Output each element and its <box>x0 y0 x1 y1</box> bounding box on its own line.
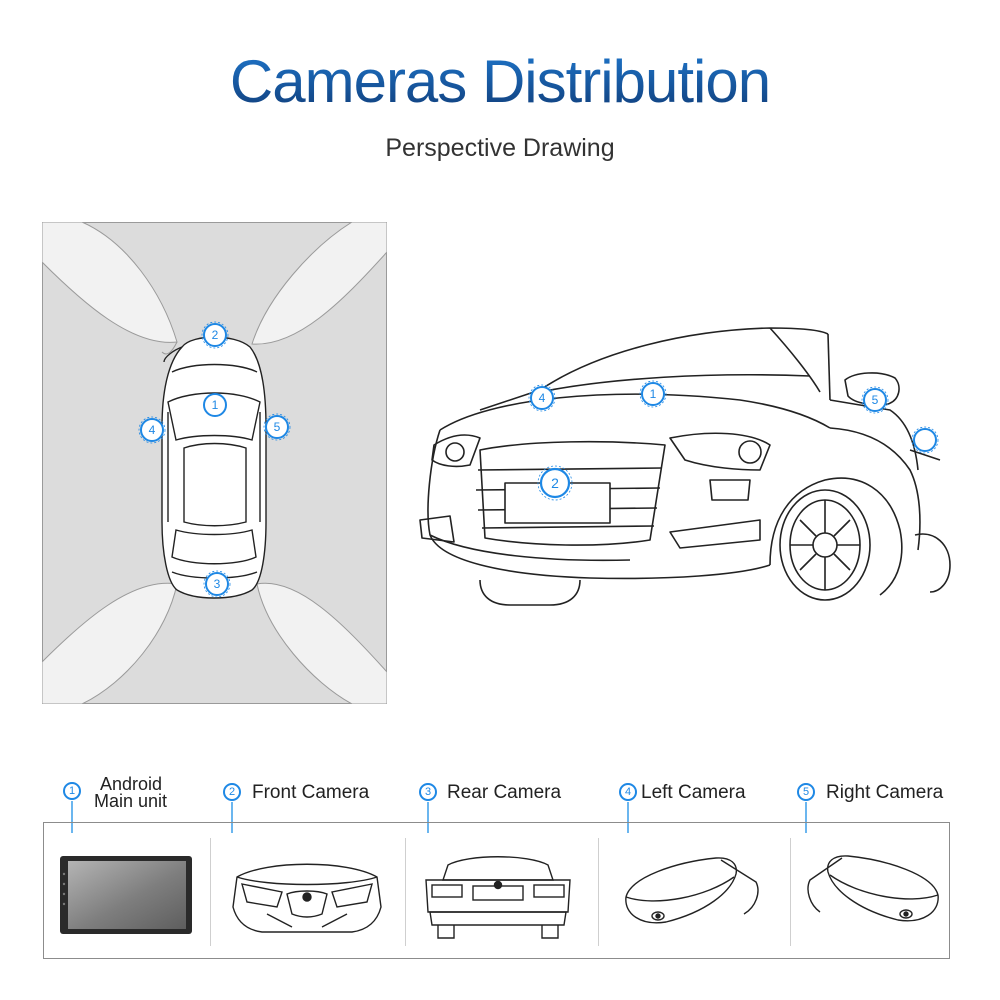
perspective-badge-1: 1 <box>640 381 666 407</box>
svg-text:5: 5 <box>872 393 879 407</box>
svg-text:4: 4 <box>625 786 631 798</box>
svg-text:2: 2 <box>212 328 219 342</box>
car-perspective-outline <box>420 328 950 605</box>
svg-text:4: 4 <box>539 391 546 405</box>
panel-divider <box>598 838 599 946</box>
legend-label-left-camera: Left Camera <box>641 782 746 804</box>
top-badge-1: 1 <box>204 394 226 416</box>
android-head-unit-icon <box>58 854 194 936</box>
svg-text:1: 1 <box>69 785 75 797</box>
perspective-car-diagram: 4 1 2 5 <box>410 320 970 620</box>
legend-label-front-camera: Front Camera <box>252 782 369 804</box>
svg-text:3: 3 <box>425 786 431 798</box>
legend-label-right-camera: Right Camera <box>826 782 943 804</box>
panel-divider <box>790 838 791 946</box>
top-view-diagram: 2 1 4 5 3 <box>42 222 387 704</box>
legend-badge-4: 4 <box>618 782 638 802</box>
panel-divider <box>210 838 211 946</box>
legend-badge-2: 2 <box>222 782 242 802</box>
perspective-badge-6-partial <box>912 427 938 453</box>
car-top-view <box>162 337 266 598</box>
rear-camera-car-icon <box>418 850 578 940</box>
perspective-badge-4: 4 <box>529 385 555 411</box>
svg-text:5: 5 <box>803 786 809 798</box>
legend-badge-3: 3 <box>418 782 438 802</box>
legend-label-android: Android Main unit <box>94 776 167 810</box>
svg-text:5: 5 <box>274 420 281 434</box>
page-title: Cameras Distribution <box>0 52 1000 112</box>
left-mirror-camera-icon <box>616 852 766 932</box>
svg-text:1: 1 <box>212 398 219 412</box>
svg-text:1: 1 <box>650 387 657 401</box>
panel-divider <box>405 838 406 946</box>
legend-badge-1: 1 <box>62 781 82 801</box>
page-subtitle: Perspective Drawing <box>0 134 1000 163</box>
svg-text:4: 4 <box>149 423 156 437</box>
svg-text:3: 3 <box>214 577 221 591</box>
right-mirror-camera-icon <box>800 850 948 932</box>
svg-text:2: 2 <box>229 786 235 798</box>
svg-text:2: 2 <box>551 475 559 491</box>
front-camera-car-icon <box>227 852 387 937</box>
legend-badge-5: 5 <box>796 782 816 802</box>
legend-label-rear-camera: Rear Camera <box>447 782 561 804</box>
